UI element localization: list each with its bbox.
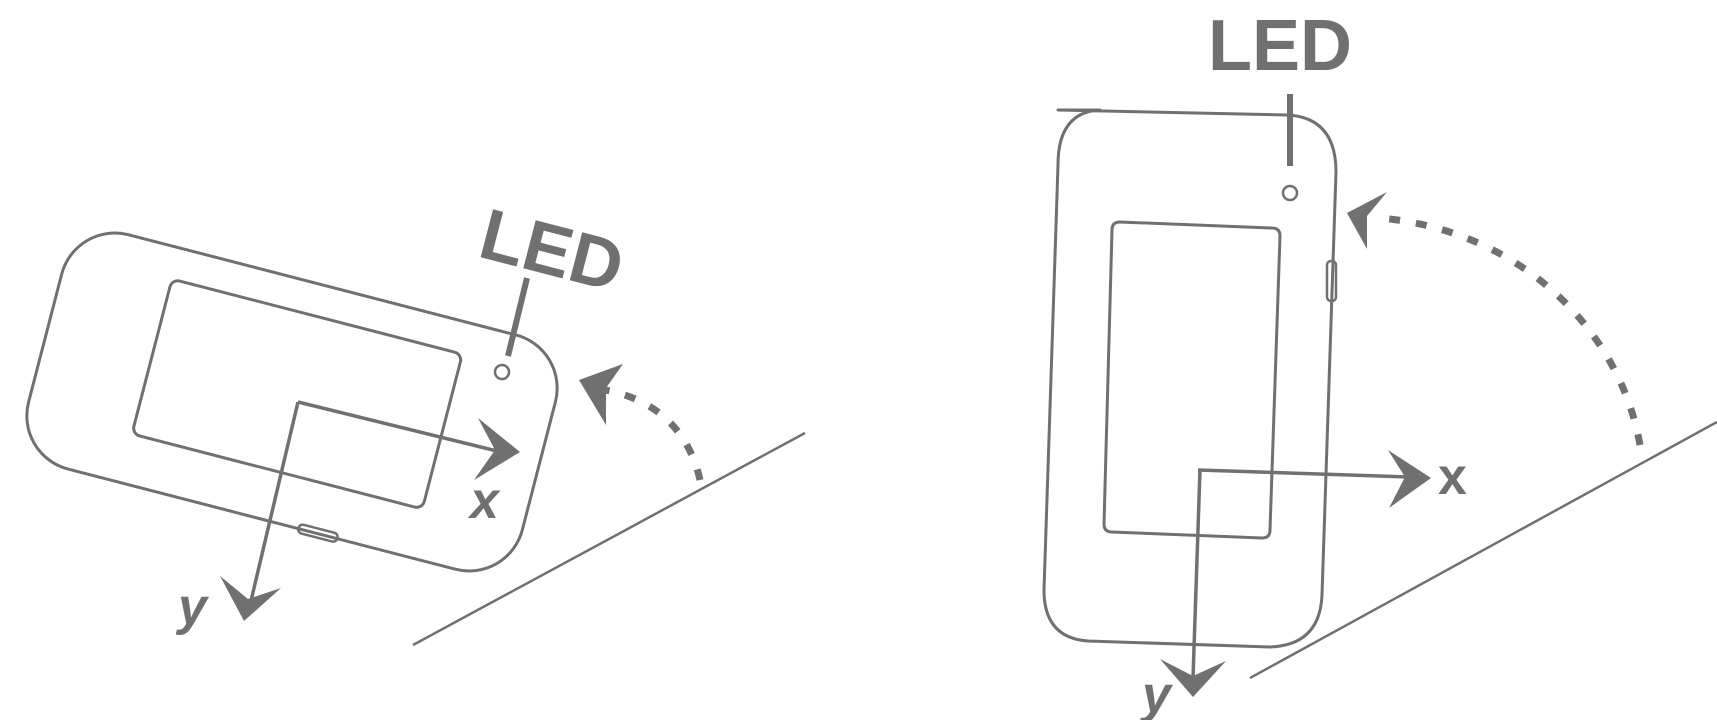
upright-rotation-arrowhead bbox=[1347, 192, 1387, 249]
tilted-x-axis bbox=[298, 402, 505, 453]
tilted-x-label: x bbox=[467, 472, 501, 530]
upright-rotation-arc bbox=[1380, 218, 1640, 445]
upright-device-outline bbox=[1044, 110, 1336, 647]
tilted-led-label: LED bbox=[472, 194, 631, 308]
upright-x-arrowhead bbox=[1388, 450, 1431, 508]
tilted-y-axis bbox=[250, 402, 298, 605]
upright-y-label: y bbox=[1139, 666, 1174, 720]
upright-device-figure: LED x y bbox=[1044, 6, 1717, 720]
tilted-reference-line bbox=[413, 433, 805, 645]
upright-device-screen bbox=[1104, 222, 1280, 538]
tilted-device-body bbox=[14, 221, 569, 587]
upright-reference-line bbox=[1250, 422, 1717, 678]
tilted-y-label: y bbox=[175, 578, 210, 636]
tilted-rotation-arrowhead bbox=[579, 364, 623, 425]
upright-led-label: LED bbox=[1208, 6, 1352, 86]
tilted-rotation-arc bbox=[605, 390, 700, 480]
upright-y-axis bbox=[1193, 470, 1200, 678]
tilted-device-screen bbox=[132, 279, 463, 509]
upright-led-dot bbox=[1283, 186, 1297, 200]
upright-x-axis bbox=[1198, 470, 1408, 477]
tilted-led-dot bbox=[495, 365, 509, 379]
tilted-x-arrowhead bbox=[474, 418, 520, 480]
tilted-led-pointer bbox=[508, 278, 527, 356]
tilted-device-figure: LED x y bbox=[14, 194, 805, 645]
upright-x-label: x bbox=[1438, 448, 1467, 506]
tilted-y-arrowhead bbox=[220, 576, 281, 621]
